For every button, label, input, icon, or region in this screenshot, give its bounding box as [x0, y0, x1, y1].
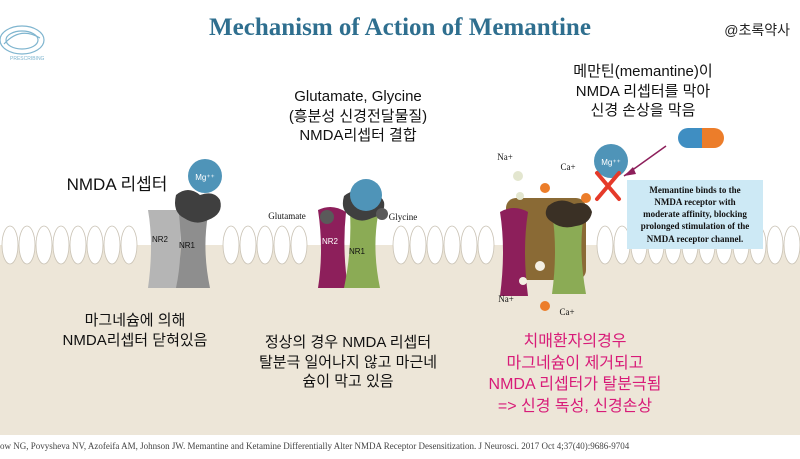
membrane-lipid [120, 225, 138, 265]
calcium-ion [540, 301, 550, 311]
blocked-x-icon [595, 171, 621, 201]
memantine-callout: Memantine binds to the NMDA receptor wit… [627, 180, 763, 249]
calcium-ion [581, 193, 591, 203]
receptor-label: NMDA 리셉터 [66, 175, 168, 194]
sodium-ion [519, 277, 527, 285]
receptor-closed: Mg⁺⁺ NR2 NR1 [148, 159, 222, 288]
section3-header: 메만틴(memantine)이 NMDA 리셉터를 막아 신경 손상을 막음 [573, 63, 713, 119]
sodium-ion [535, 261, 545, 271]
arrowhead-icon [624, 167, 636, 176]
nr2-subunit [148, 210, 182, 288]
nr2-label: NR2 [152, 235, 169, 244]
nr1-subunit-open [552, 208, 586, 294]
glycine-label: Glycine [389, 212, 418, 222]
magnesium-ion [350, 179, 382, 211]
nr1-subunit-active [344, 209, 380, 288]
membrane-lipid [52, 225, 70, 265]
mg-label: Mg⁺⁺ [601, 158, 621, 167]
section3-caption: 치매환자의경우 마그네슘이 제거되고 NMDA 리셉터가 탈분극됨 => 신경 … [488, 333, 662, 415]
ca-label-bottom: Ca+ [559, 307, 574, 317]
membrane-lipid [18, 225, 36, 265]
membrane-lipid [409, 225, 427, 265]
logo-icon: PRESCRIBING [0, 25, 45, 62]
page-title: Mechanism of Action of Memantine [209, 14, 591, 41]
glutamate-molecule [320, 210, 334, 224]
section2-header: Glutamate, Glycine (흥분성 신경전달물질) NMDA리셉터 … [288, 88, 428, 144]
logo-text: PRESCRIBING [10, 56, 45, 62]
nr2-subunit-open [500, 208, 528, 296]
sodium-ion [516, 192, 524, 200]
nr2-label: NR2 [322, 237, 339, 246]
nr2-subunit-active [318, 206, 348, 288]
membrane-lipid [273, 225, 291, 265]
na-label-bottom: Na+ [498, 294, 514, 304]
membrane-lipid [443, 225, 461, 265]
citation: ow NG, Povysheva NV, Azofeifa AM, Johnso… [0, 441, 630, 451]
membrane-lipid [596, 225, 614, 265]
membrane-lipid [86, 225, 104, 265]
magnesium-ion-removed [594, 144, 628, 178]
sodium-ion [513, 171, 523, 181]
section2-caption: 정상의 경우 NMDA 리셉터 탈분극 일어나지 않고 마근네 슘이 막고 있음 [258, 334, 438, 390]
nr1-label: NR1 [349, 247, 366, 256]
membrane-lipid [222, 225, 240, 265]
membrane-lipid [69, 225, 87, 265]
membrane-lipid [766, 225, 784, 265]
memantine-bound-shape [545, 200, 592, 228]
membrane-lipid [477, 225, 495, 265]
membrane-lipid [392, 225, 410, 265]
receptor-normal: Glutamate Glycine NR2 NR1 [268, 179, 417, 288]
membrane-lipid [783, 225, 800, 265]
membrane-lipid [1, 225, 19, 265]
magnesium-ion [188, 159, 222, 193]
receptor-open: Mg⁺⁺ Na+ Ca+ Na+ Ca+ [497, 128, 724, 317]
ca-label-top: Ca+ [560, 162, 575, 172]
glutamate-label: Glutamate [268, 211, 306, 221]
nr1-subunit [176, 203, 210, 288]
calcium-ion [540, 183, 550, 193]
membrane-lipid [239, 225, 257, 265]
membrane-lipid [290, 225, 308, 265]
intracellular-region [0, 245, 800, 435]
membrane-lipid [103, 225, 121, 265]
glycine-molecule [376, 208, 388, 220]
membrane-lipid [426, 225, 444, 265]
mg-label: Mg⁺⁺ [195, 173, 215, 182]
membrane-lipid [35, 225, 53, 265]
nr1-label: NR1 [179, 241, 196, 250]
membrane-lipid [460, 225, 478, 265]
na-label-top: Na+ [497, 152, 513, 162]
watermark: @초록약사 [724, 22, 790, 38]
memantine-pill-icon [678, 128, 702, 148]
section1-caption: 마그네슘에 의해 NMDA리셉터 닫혀있음 [62, 312, 208, 349]
channel-blocker-shape [175, 190, 221, 223]
membrane-lipid [256, 225, 274, 265]
